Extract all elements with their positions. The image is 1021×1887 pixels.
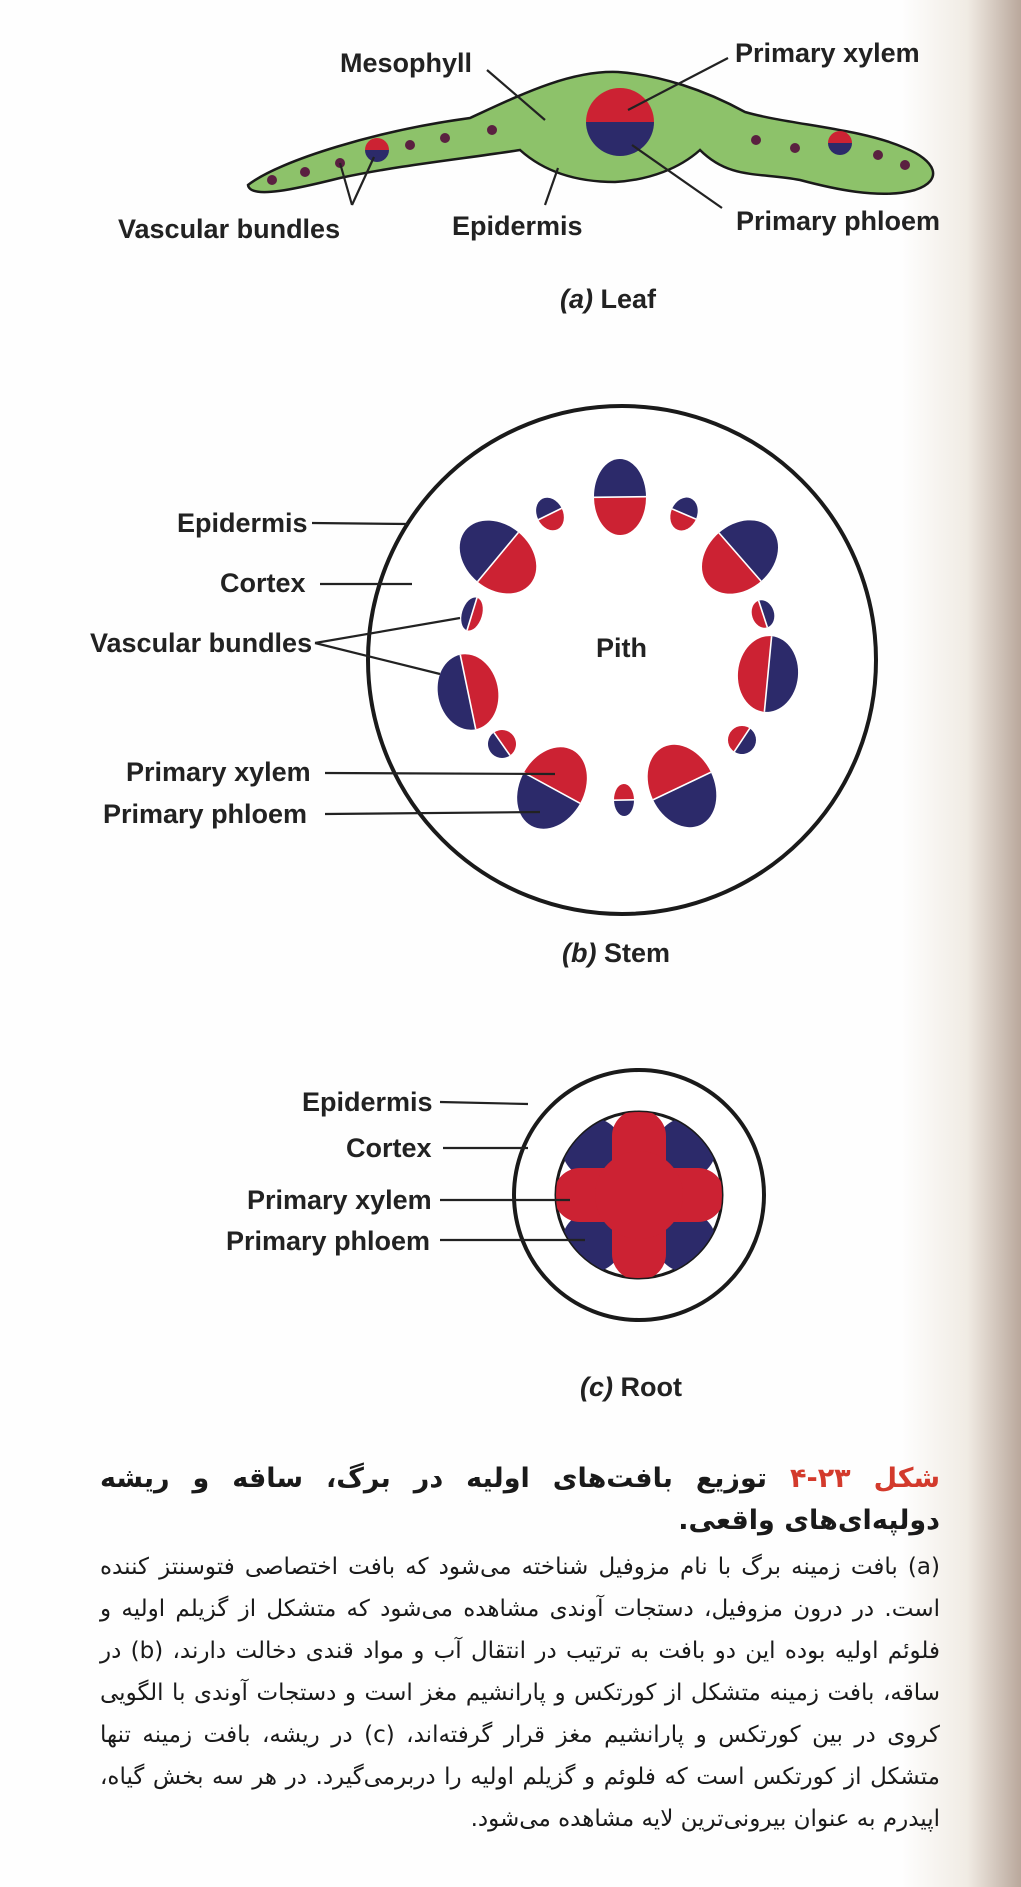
tissue-diagram: Mesophyll Primary xylem Vascular bundles… bbox=[90, 38, 940, 1402]
stem-vascular-bundle bbox=[461, 597, 483, 631]
stem-vascular-bundle bbox=[593, 459, 647, 535]
stem-bundle-phloem bbox=[718, 520, 778, 582]
stem-vascular-bundle bbox=[517, 747, 587, 829]
figure-caption: شکل ۲۳-۴ توزیع بافت‌های اولیه در برگ، سا… bbox=[100, 1458, 940, 1840]
root-label-primary-phloem: Primary phloem bbox=[226, 1226, 430, 1256]
stem-bundle-xylem bbox=[614, 784, 634, 801]
stem-bundle-xylem bbox=[647, 744, 711, 800]
root-label-cortex: Cortex bbox=[346, 1133, 432, 1163]
stem-bundle-phloem bbox=[653, 772, 717, 828]
stem-bundle-divider bbox=[671, 508, 697, 520]
stem-vascular-bundle bbox=[488, 730, 516, 758]
root-caption: (c) Root bbox=[580, 1372, 682, 1402]
stem-bundle-divider bbox=[466, 597, 478, 631]
stem-vascular-bundle bbox=[751, 600, 775, 628]
stem-bundle-phloem bbox=[594, 459, 646, 498]
stem-bundle-xylem bbox=[728, 726, 750, 752]
stem-vascular-bundle bbox=[728, 726, 756, 754]
page-edge-shadow bbox=[901, 0, 1021, 1887]
root-diagram: Epidermis Cortex Primary xylem Primary p… bbox=[226, 1068, 766, 1402]
caption-title: توزیع بافت‌های اولیه در برگ، ساقه و ریشه… bbox=[100, 1463, 940, 1536]
root-label-epidermis: Epidermis bbox=[302, 1087, 433, 1117]
stem-bundle-phloem bbox=[758, 600, 775, 628]
leaf-label-mesophyll: Mesophyll bbox=[340, 48, 472, 78]
stem-vascular-bundles bbox=[437, 459, 799, 829]
stem-vascular-bundle bbox=[613, 784, 635, 816]
stem-bundle-xylem bbox=[670, 508, 696, 531]
stem-vascular-bundle bbox=[702, 520, 778, 594]
stem-bundle-phloem bbox=[536, 497, 562, 520]
stem-label-primary-phloem: Primary phloem bbox=[103, 799, 307, 829]
stem-bundle-divider bbox=[763, 636, 773, 712]
stem-bundle-phloem bbox=[488, 732, 511, 758]
stem-bundle-xylem bbox=[594, 496, 646, 535]
stem-bundle-phloem bbox=[437, 654, 476, 730]
leaf-label-primary-xylem: Primary xylem bbox=[735, 38, 920, 68]
stem-bundle-xylem bbox=[460, 654, 499, 730]
leaf-label-primary-phloem: Primary phloem bbox=[736, 206, 940, 236]
stem-bundle-phloem bbox=[517, 772, 581, 829]
stem-bundle-phloem bbox=[734, 728, 756, 754]
stem-bundle-divider bbox=[733, 727, 751, 753]
stem-bundle-divider bbox=[718, 532, 762, 582]
root-xylem-cross bbox=[556, 1112, 722, 1278]
stem-bundle-xylem bbox=[467, 597, 483, 631]
stem-vascular-bundle bbox=[647, 744, 717, 828]
stem-bundle-divider bbox=[757, 600, 769, 628]
stem-bundle-phloem bbox=[764, 636, 799, 712]
stem-label-vascular-bundles: Vascular bundles bbox=[90, 628, 312, 658]
root-label-primary-xylem: Primary xylem bbox=[247, 1185, 432, 1215]
stem-bundle-divider bbox=[476, 531, 520, 583]
stem-bundle-phloem bbox=[672, 497, 698, 520]
leaf-midrib-bundle bbox=[586, 88, 654, 156]
leaf-diagram: Mesophyll Primary xylem Vascular bundles… bbox=[118, 38, 940, 314]
stem-bundle-xylem bbox=[751, 600, 768, 628]
caption-body: (a) بافت زمینه برگ با نام مزوفیل شناخته … bbox=[100, 1554, 940, 1832]
figure-number: شکل ۲۳-۴ bbox=[790, 1463, 940, 1494]
stem-vascular-bundle bbox=[737, 636, 799, 712]
leaf-caption: (a) Leaf bbox=[560, 284, 657, 314]
stem-vascular-bundle bbox=[459, 520, 537, 594]
stem-vascular-bundle bbox=[670, 497, 698, 531]
stem-bundle-xylem bbox=[493, 730, 516, 756]
stem-bundle-divider bbox=[493, 732, 511, 756]
leaf-minor-bundles bbox=[267, 125, 910, 185]
stem-label-pith: Pith bbox=[596, 633, 647, 663]
stem-bundle-divider bbox=[652, 771, 712, 801]
stem-bundle-xylem bbox=[538, 508, 564, 531]
stem-bundle-phloem bbox=[614, 799, 634, 816]
stem-diagram: Epidermis Cortex Vascular bundles Pith P… bbox=[90, 404, 878, 968]
stem-bundle-divider bbox=[523, 771, 581, 805]
leaf-label-epidermis: Epidermis bbox=[452, 211, 583, 241]
stem-bundle-divider bbox=[459, 654, 477, 730]
stem-bundle-xylem bbox=[477, 532, 537, 594]
caption-title-line: شکل ۲۳-۴ توزیع بافت‌های اولیه در برگ، سا… bbox=[100, 1458, 940, 1542]
stem-bundle-divider bbox=[537, 507, 563, 521]
stem-vascular-bundle bbox=[437, 654, 499, 730]
stem-bundle-phloem bbox=[461, 597, 477, 631]
stem-vascular-bundle bbox=[536, 497, 564, 531]
stem-label-cortex: Cortex bbox=[220, 568, 306, 598]
stem-bundle-xylem bbox=[702, 532, 762, 594]
leaf-label-vascular-bundles: Vascular bundles bbox=[118, 214, 340, 244]
stem-label-epidermis: Epidermis bbox=[177, 508, 308, 538]
stem-caption: (b) Stem bbox=[562, 938, 670, 968]
stem-bundle-xylem bbox=[523, 747, 587, 804]
stem-bundle-divider bbox=[593, 495, 647, 499]
stem-label-primary-xylem: Primary xylem bbox=[126, 757, 311, 787]
stem-bundle-xylem bbox=[737, 636, 772, 712]
stem-bundle-phloem bbox=[459, 520, 519, 582]
